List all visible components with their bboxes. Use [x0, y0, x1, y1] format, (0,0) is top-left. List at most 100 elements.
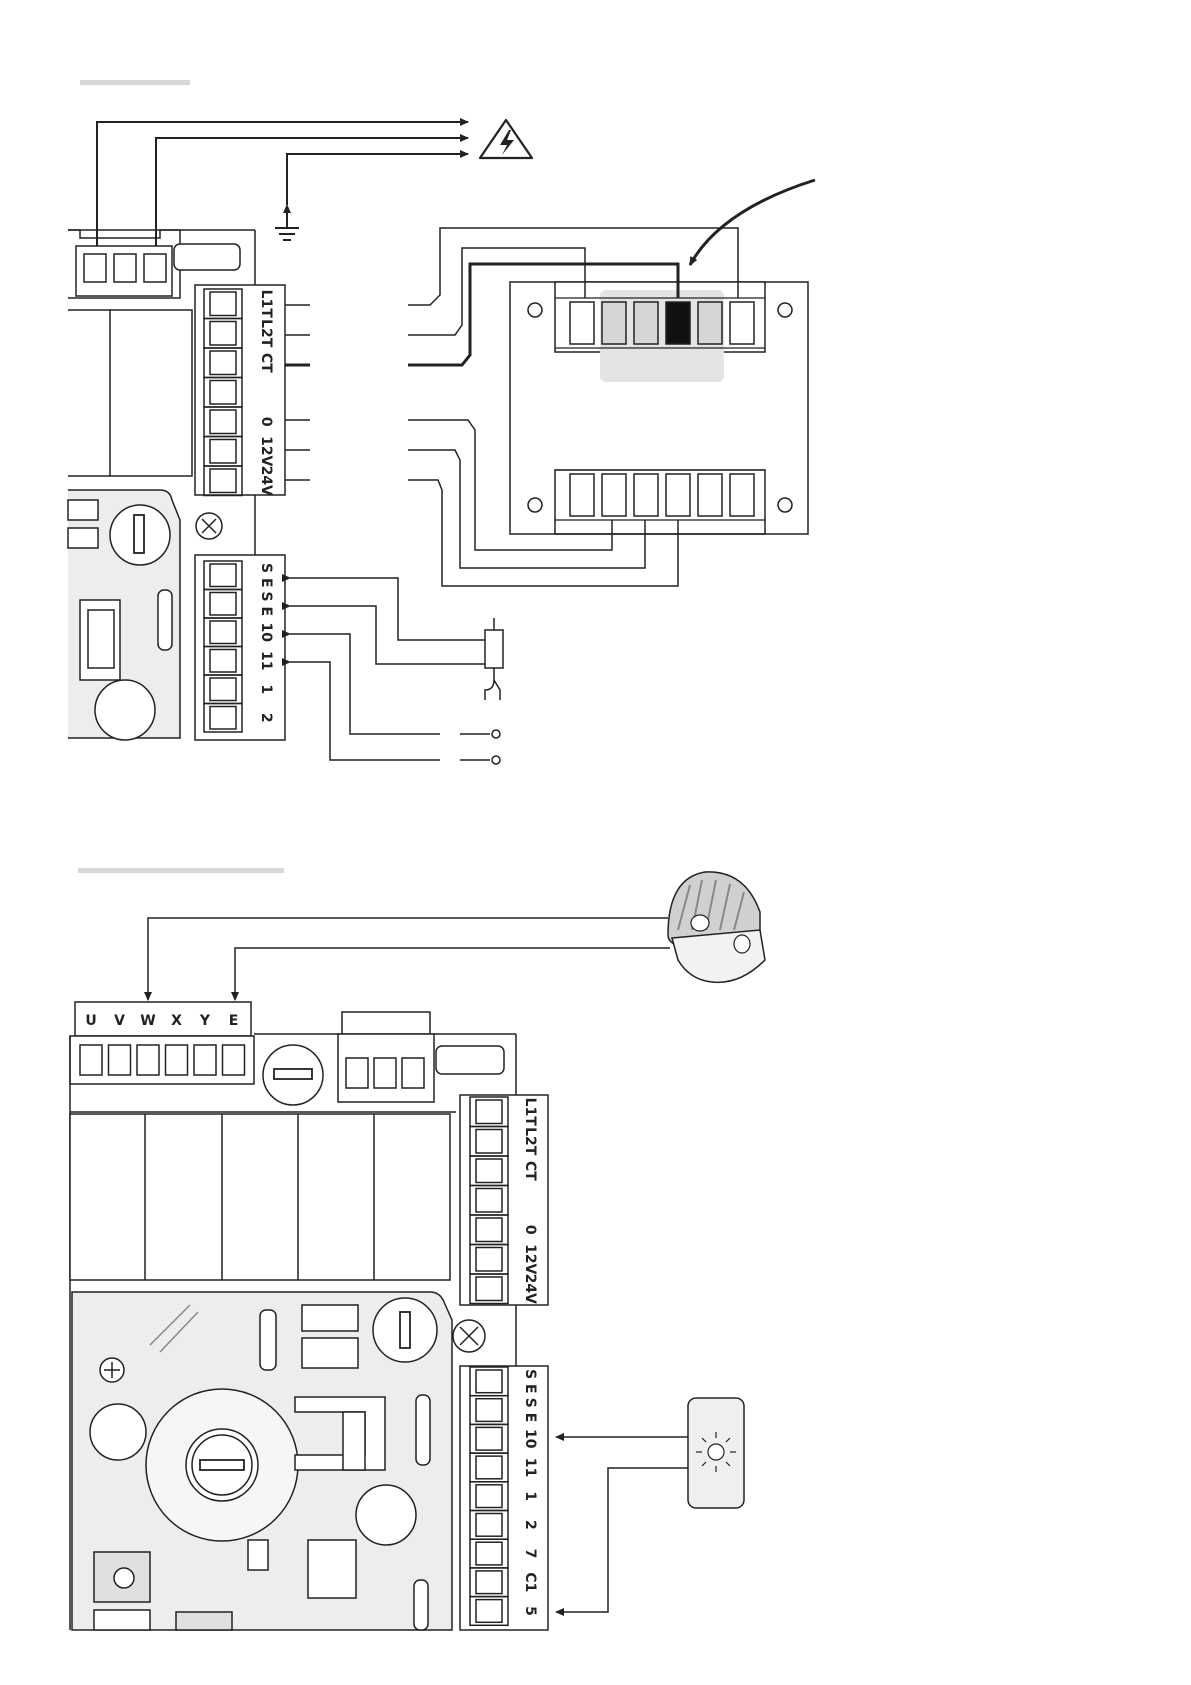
transformer-terminal — [602, 474, 626, 516]
terminal-label: CT — [258, 353, 274, 373]
transformer-terminal — [666, 474, 690, 516]
terminal-screw — [476, 1100, 502, 1124]
transformer-module — [510, 282, 808, 534]
terminal-screw — [476, 1456, 502, 1479]
transformer-terminal — [634, 302, 658, 344]
indicator-lamp-icon — [688, 1398, 744, 1508]
terminal-screw — [476, 1130, 502, 1154]
switch-wiring-1 — [290, 578, 485, 760]
terminal-label: 12V — [258, 436, 274, 466]
terminal-label: W — [140, 1013, 155, 1029]
terminal-label: 2 — [522, 1520, 538, 1530]
terminal-screw — [210, 564, 236, 587]
terminal-screw — [476, 1370, 502, 1393]
high-voltage-warning-icon — [480, 120, 532, 158]
terminal-label: S E — [522, 1398, 538, 1423]
terminal-label: 10 — [258, 623, 274, 643]
terminal-screw — [476, 1189, 502, 1213]
terminal-screw — [194, 1045, 216, 1075]
terminal-label: L1T — [258, 290, 274, 319]
transformer-terminal — [730, 302, 754, 344]
terminal-screw — [210, 410, 236, 434]
mount-hole-icon — [528, 498, 542, 512]
transformer-terminal — [730, 474, 754, 516]
terminal-screw — [210, 650, 236, 673]
terminal-screw — [223, 1045, 245, 1075]
terminal-label: L2T — [522, 1127, 538, 1156]
terminal-screw — [476, 1485, 502, 1508]
terminal-label: S E — [258, 563, 274, 588]
terminal-screw — [476, 1427, 502, 1450]
terminal-label: 1 — [522, 1491, 538, 1501]
terminal-label: 11 — [258, 651, 274, 670]
ground-symbol-icon — [275, 210, 299, 240]
terminal-label: 24V — [258, 466, 274, 496]
terminal-screw — [476, 1514, 502, 1537]
terminal-screw — [210, 351, 236, 375]
terminal-screw — [210, 381, 236, 405]
mount-hole-icon — [778, 303, 792, 317]
terminal-label: CT — [522, 1161, 538, 1181]
terminal-screw — [80, 1045, 102, 1075]
terminal-label: L1T — [522, 1098, 538, 1127]
terminal-label: S E — [258, 591, 274, 616]
transformer-terminal — [634, 474, 658, 516]
section-rule-2 — [78, 868, 284, 873]
transformer-terminal — [666, 302, 690, 344]
transformer-terminal — [570, 474, 594, 516]
terminal-screw — [476, 1600, 502, 1623]
terminal-label: X — [171, 1013, 182, 1029]
terminal-screw — [476, 1399, 502, 1422]
terminal-screw — [210, 593, 236, 616]
terminal-screw — [137, 1045, 159, 1075]
terminal-screw — [476, 1159, 502, 1183]
terminal-label: 5 — [522, 1606, 538, 1616]
terminal-screw — [210, 322, 236, 346]
control-board-2 — [70, 1012, 516, 1630]
mains-wires — [97, 122, 468, 255]
terminal-label: 2 — [258, 713, 274, 723]
terminal-label: S E — [522, 1369, 538, 1394]
section-rule-1 — [80, 80, 190, 85]
terminal-screw — [476, 1277, 502, 1301]
terminal-screw — [166, 1045, 188, 1075]
lamp-wires — [148, 918, 670, 1000]
contact-1 — [460, 730, 500, 764]
terminal-block-2a: L1TL2TCT012V24V — [460, 1095, 548, 1305]
terminal-label: 12V — [522, 1244, 538, 1274]
terminal-label: U — [85, 1013, 96, 1029]
terminal-screw — [476, 1248, 502, 1272]
terminal-block-1a: L1TL2TCT012V24V — [195, 285, 285, 496]
sensor-icon — [485, 618, 503, 700]
pointer-arrow — [690, 180, 815, 265]
terminal-screw — [210, 440, 236, 464]
flashing-lamp-icon — [668, 872, 765, 982]
terminal-label: 1 — [258, 684, 274, 694]
terminal-screw — [476, 1542, 502, 1565]
terminal-screw — [210, 621, 236, 644]
terminal-label: E — [229, 1013, 239, 1029]
transformer-terminal — [602, 302, 626, 344]
indicator-wires — [556, 1437, 688, 1612]
terminal-label: 10 — [522, 1429, 538, 1449]
mount-hole-icon — [528, 303, 542, 317]
terminal-screw — [476, 1218, 502, 1242]
terminal-label: L2T — [258, 319, 274, 348]
terminal-label: 11 — [522, 1458, 538, 1477]
terminal-label: 24V — [522, 1274, 538, 1304]
transformer-terminal — [570, 302, 594, 344]
terminal-screw — [210, 707, 236, 730]
transformer-terminal — [698, 474, 722, 516]
terminal-label: 7 — [522, 1549, 538, 1559]
transformer-terminal — [698, 302, 722, 344]
terminal-stubs-1 — [285, 305, 310, 480]
terminal-label: C1 — [522, 1572, 538, 1592]
terminal-label: V — [114, 1013, 125, 1029]
mount-hole-icon — [778, 498, 792, 512]
